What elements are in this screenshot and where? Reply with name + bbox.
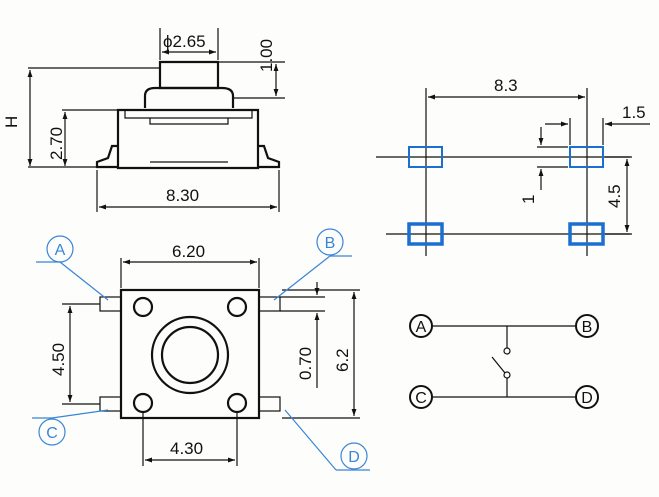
button-neck [143,86,235,108]
terminal-c-label: C [415,390,427,407]
top-body [119,288,261,420]
side-width-label: 8.30 [166,186,199,205]
callout-b-label: B [325,235,336,252]
pad-top-left [408,146,443,168]
button-diameter-label: ϕ2.65 [163,32,206,51]
pin-span-label: 6.2 [333,348,352,372]
callout-d: D [284,409,370,471]
callout-d-label: D [348,449,360,466]
pin-a [99,296,122,312]
hole-pitch-label: 4.30 [170,439,203,458]
terminal-a: A [409,314,433,338]
corner-hole-bl [132,392,154,414]
right-leg [258,144,281,169]
corner-hole-br [226,392,248,414]
corner-hole-tr [226,296,248,318]
plunger-outer [150,315,230,395]
callout-c-label: C [46,425,58,442]
terminal-d-label: D [581,390,593,407]
pin-pitch-y-label: 4.50 [49,343,68,376]
pad-top-right [569,146,604,168]
terminal-a-label: A [416,319,427,336]
terminal-c: C [409,385,433,409]
pad-pitch-y-label: 4.5 [605,184,624,208]
corner-hole-tl [132,296,154,318]
button-height-label: 1.00 [257,39,276,72]
side-view: ϕ2.65 1.00 2.70 H 8.30 [2,28,285,212]
switch-body [116,108,260,170]
terminal-b-label: B [582,319,593,336]
button-cap [158,60,220,90]
callout-c: C [32,409,109,446]
plunger-inner [160,325,220,385]
left-leg [95,144,118,169]
top-view: 6.20 4.50 0.70 6.2 4.30 A B C D [32,228,370,471]
pin-b [258,296,281,312]
callout-a-label: A [55,242,66,259]
body-width-label: 6.20 [172,242,205,261]
pin-c [99,396,122,412]
terminal-b: B [575,314,599,338]
callout-b: B [273,228,352,301]
pad-width-label: 1.5 [622,103,646,122]
body-height-label: 2.70 [47,127,66,160]
pin-width-label: 0.70 [296,347,315,380]
pad-bottom-left [407,222,444,246]
callout-a: A [36,235,109,301]
pad-pitch-x-label: 8.3 [494,76,518,95]
pin-d [258,396,281,412]
pad-height-label: 1 [519,195,538,204]
pcb-footprint: 8.3 1.5 1 4.5 [376,76,650,256]
pad-bottom-right [568,222,605,246]
total-height-label: H [2,116,21,128]
terminal-d: D [575,385,599,409]
schematic: A B C D [409,314,599,409]
